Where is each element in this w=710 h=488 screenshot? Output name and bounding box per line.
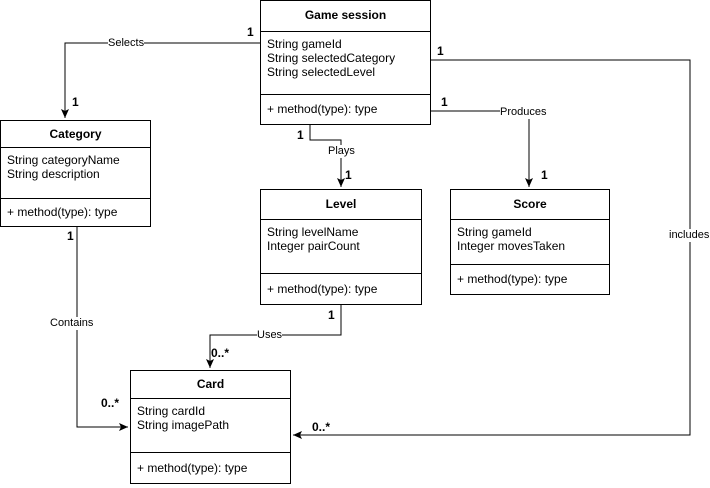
class-attributes: String cardId String imagePath	[131, 399, 290, 453]
class-method: + method(type): type	[137, 461, 248, 475]
class-name: Game session	[261, 1, 430, 32]
selects-target-multiplicity: 1	[72, 95, 79, 109]
contains-label: Contains	[50, 317, 94, 330]
class-method: + method(type): type	[267, 102, 378, 116]
produces-connector	[430, 110, 533, 187]
uses-label: Uses	[257, 329, 283, 342]
produces-target-multiplicity: 1	[541, 168, 548, 182]
selects-label: Selects	[108, 37, 145, 50]
class-name: Category	[1, 121, 150, 148]
includes-source-multiplicity: 1	[437, 44, 444, 58]
contains-connector	[76, 226, 128, 431]
uses-target-multiplicity: 0..*	[211, 346, 230, 360]
class-method: + method(type): type	[267, 282, 378, 296]
class-attributes: String categoryName String description	[1, 148, 150, 199]
class-name: Level	[261, 190, 421, 220]
produces-label: Produces	[500, 106, 547, 119]
class-attributes: String levelName Integer pairCount	[261, 220, 421, 274]
attribute: String selectedCategory	[267, 51, 396, 65]
class-name: Score	[451, 190, 609, 220]
selects-source-multiplicity: 1	[247, 25, 254, 39]
class-name: Card	[131, 371, 290, 399]
attribute: String levelName	[267, 225, 359, 239]
class-attributes: String gameId Integer movesTaken	[451, 220, 609, 265]
includes-target-multiplicity: 0..*	[312, 420, 331, 434]
class-attributes: String gameId String selectedCategory St…	[261, 32, 430, 95]
class-score[interactable]: Score String gameId Integer movesTaken +…	[450, 189, 610, 295]
class-level[interactable]: Level String levelName Integer pairCount…	[260, 189, 422, 305]
attribute: String gameId	[267, 37, 342, 51]
attribute: String categoryName	[7, 153, 120, 167]
attribute: String description	[7, 167, 100, 181]
contains-source-multiplicity: 1	[67, 229, 74, 243]
class-method: + method(type): type	[457, 272, 568, 286]
attribute: String imagePath	[137, 418, 230, 432]
plays-connector	[309, 124, 345, 187]
attribute: String cardId	[137, 404, 206, 418]
class-game-session[interactable]: Game session String gameId String select…	[260, 0, 431, 125]
plays-label: Plays	[328, 145, 355, 158]
class-card[interactable]: Card String cardId String imagePath + me…	[130, 370, 291, 484]
class-category[interactable]: Category String categoryName String desc…	[0, 120, 151, 227]
uses-source-multiplicity: 1	[328, 308, 335, 322]
includes-connector	[293, 59, 691, 439]
attribute: String selectedLevel	[267, 65, 376, 79]
plays-target-multiplicity: 1	[345, 168, 352, 182]
produces-source-multiplicity: 1	[441, 95, 448, 109]
contains-target-multiplicity: 0..*	[101, 396, 120, 410]
attribute: Integer pairCount	[267, 239, 360, 253]
attribute: String gameId	[457, 225, 532, 239]
selects-connector	[61, 42, 260, 118]
class-method: + method(type): type	[7, 205, 118, 219]
plays-source-multiplicity: 1	[297, 128, 304, 142]
includes-label: includes	[669, 229, 710, 242]
attribute: Integer movesTaken	[457, 239, 566, 253]
